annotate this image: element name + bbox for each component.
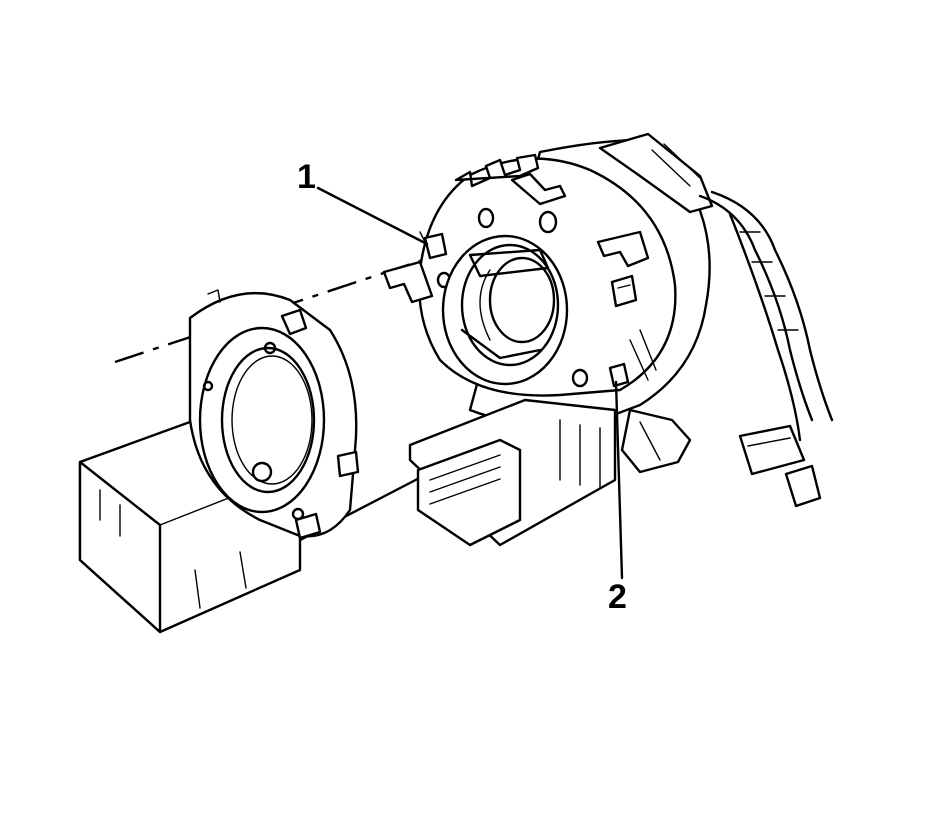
clock-spring-assembly: [382, 132, 834, 547]
callout-1-label: 1: [297, 158, 316, 196]
steering-angle-sensor: [78, 289, 360, 634]
callout-leaders: [316, 186, 624, 580]
callout-2-label: 2: [608, 578, 627, 616]
